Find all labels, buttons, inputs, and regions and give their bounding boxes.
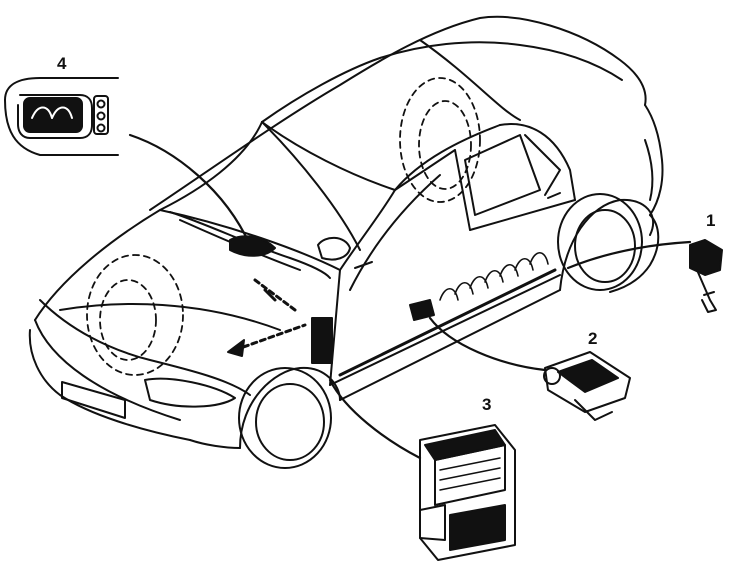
- callout-1: 1: [706, 211, 716, 230]
- dashed-zones: [86, 77, 481, 376]
- dashed-arrow: [227, 278, 307, 357]
- sensor-component: [689, 239, 723, 313]
- switch-panel-inset: [4, 77, 119, 156]
- callout-3: 3: [482, 395, 492, 414]
- dashboard: [169, 211, 331, 279]
- sill-connector: [409, 299, 435, 321]
- front-wheel: [238, 367, 332, 469]
- leader-lines: [128, 133, 692, 460]
- callout-4: 4: [57, 54, 67, 73]
- fuse-relay-box: [419, 424, 516, 561]
- car-body: [28, 15, 664, 449]
- callout-2: 2: [588, 329, 598, 348]
- connector-block: [543, 351, 631, 421]
- rear-wheel: [557, 193, 643, 291]
- control-unit-block: [311, 317, 333, 364]
- sill-harness: [338, 251, 557, 377]
